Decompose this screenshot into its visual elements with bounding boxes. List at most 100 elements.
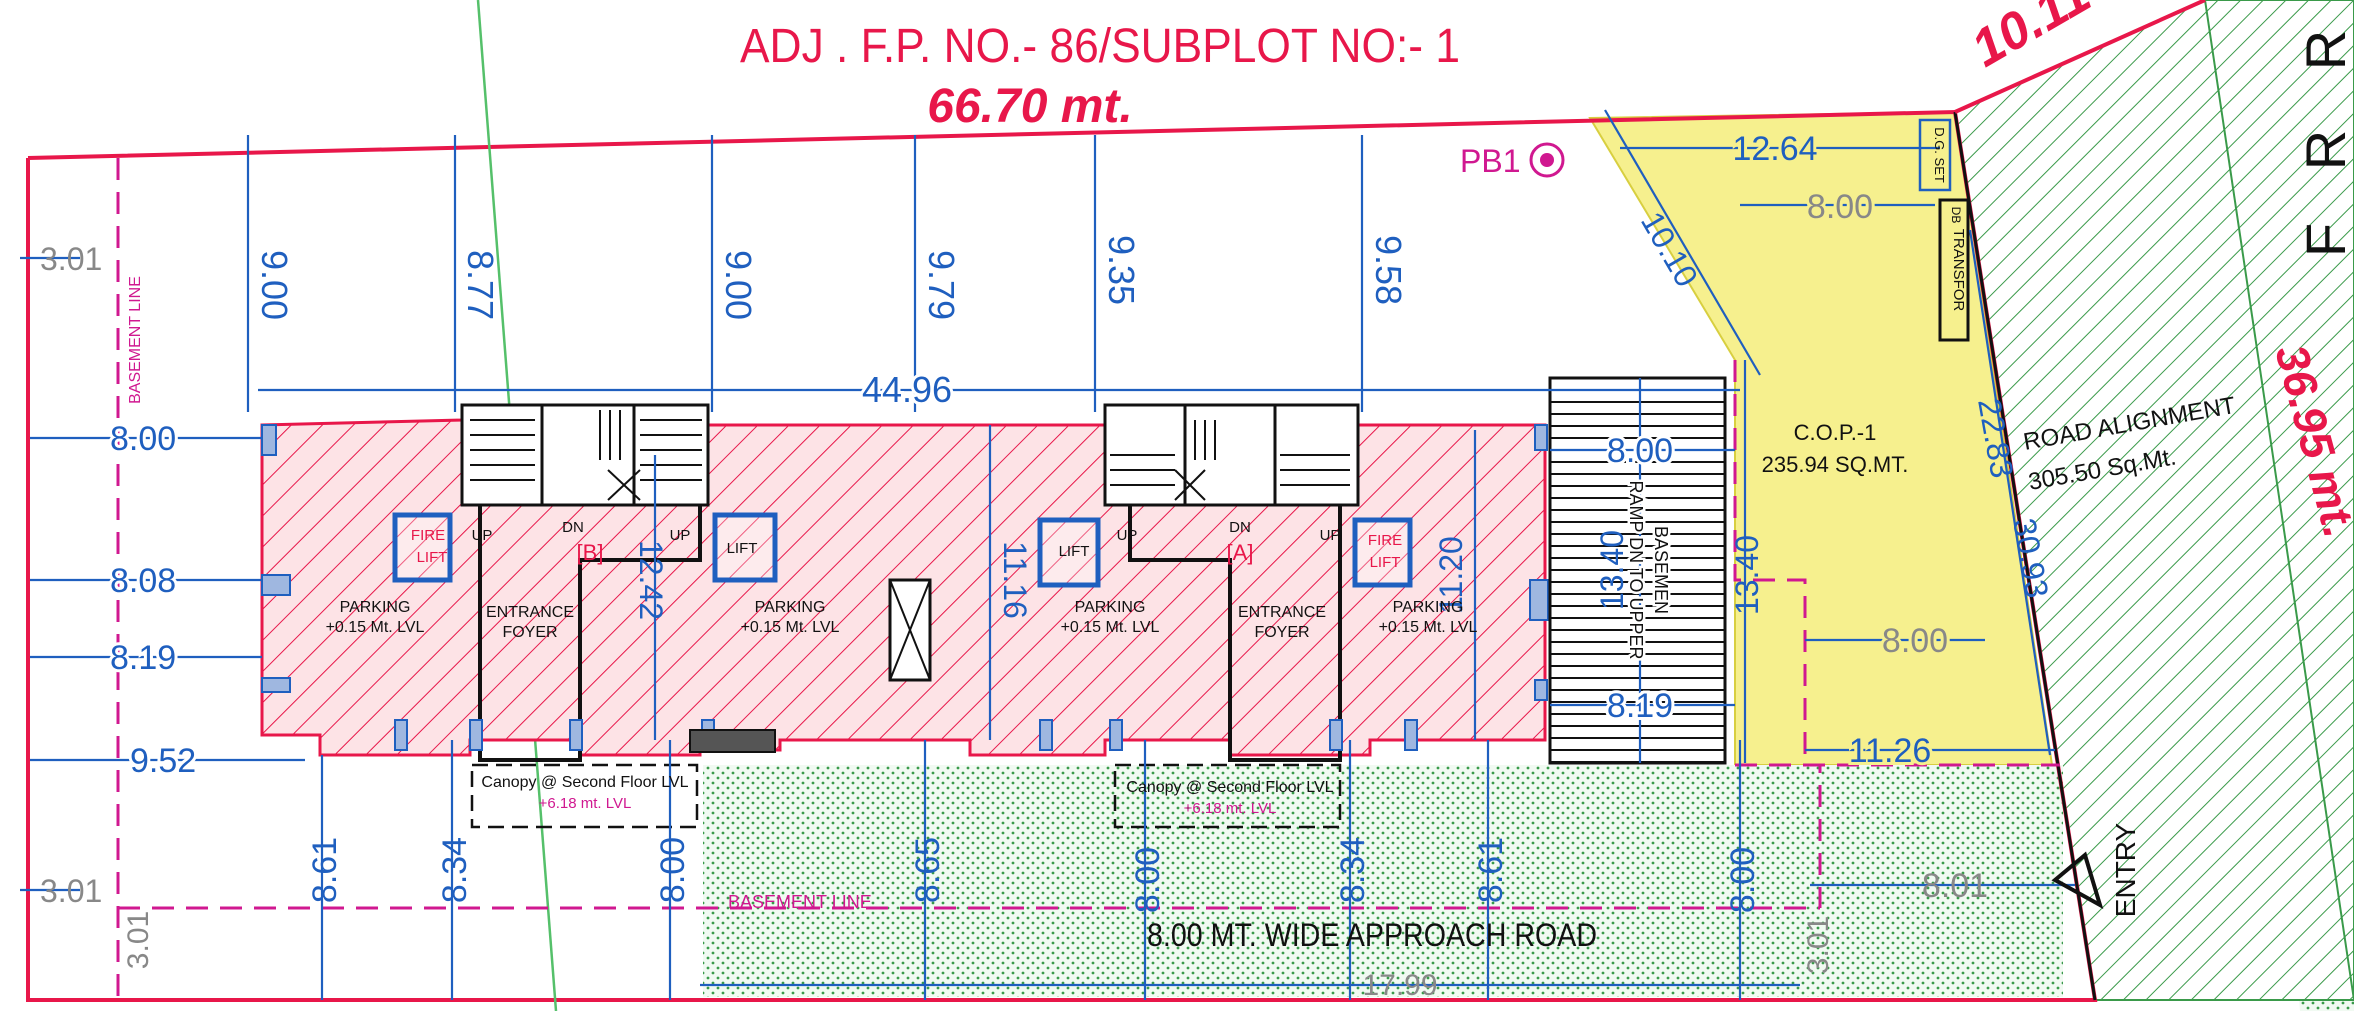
road-edge [1953,111,2097,1001]
stair-a-mid [1183,403,1277,507]
dim-bottom-5: 8.00 [1129,847,1167,913]
fire-lift-b-box [392,512,453,583]
parking-level-2: +0.15 Mt. LVL [741,619,840,636]
up-label-3: UP [1117,527,1138,544]
db-label: DB [1949,207,1963,224]
parking-level-1: +0.15 Mt. LVL [326,619,425,636]
dim-bottom-2: 8.34 [436,837,474,903]
pb1-marker-dot [1540,153,1554,167]
adj-plot-title: ADJ . F.P. NO.- 86/SUBPLOT NO:- 1 [740,20,1460,73]
wing-b-label: [B] [577,540,604,565]
canopy-label-b: Canopy @ Second Floor LVL [481,774,688,791]
dim-1264: 12.64 [1732,130,1817,168]
dim-bottom-1: 8.61 [306,837,344,903]
entry-label: ENTRY [2110,822,2141,917]
dim-cop-800: 8.00 [1882,622,1948,660]
entrance-label-a: ENTRANCE [1238,604,1326,621]
dim-bottom-4: 8.65 [909,837,947,903]
dim-top-1: 9.00 [254,250,295,320]
entry-arrow-icon [2051,851,2104,910]
parking-label-2: PARKING [755,599,826,616]
pb1-label: PB1 [1460,143,1520,179]
dn-label-1: DN [562,519,584,536]
dim-bottom-6: 8.34 [1334,837,1372,903]
dim-left-301-c: 3.01 [122,911,155,969]
dim-1242: 12.42 [633,540,669,620]
stair-a-treads [1110,420,1350,501]
dim-bottom-7: 8.61 [1472,837,1510,903]
up-label-4: UP [1320,527,1341,544]
dim-ramp-819: 8.19 [1607,687,1673,725]
approach-road-label: 8.00 MT. WIDE APPROACH ROAD [1147,917,1597,953]
dim-1340-a: 13.40 [1594,530,1630,610]
canopy-level-b: +6.18 mt. LVL [539,795,632,812]
dim-bottom-3: 8.00 [654,837,692,903]
dim-1116: 11.16 [997,541,1033,619]
dim-ramp-800: 8.00 [1607,432,1673,470]
ramp-label-1: RAMP DN TO UPPER [1626,480,1646,659]
corner-letter-1: R [2294,30,2354,70]
void-cross-2 [889,579,931,681]
dg-set-box [1918,118,1952,192]
canopy-dashed [470,763,1342,829]
dim-top-4: 9.79 [921,250,962,320]
canopy-label-a: Canopy @ Second Floor LVL [1126,779,1333,796]
fire-lift-a-label-2: LIFT [1370,554,1401,571]
ramp [1548,376,1727,765]
dn-label-2: DN [1229,519,1251,536]
stair-b-treads [470,410,702,501]
dg-set-label: D.G. SET [1932,127,1947,183]
up-label-2: UP [670,527,691,544]
road-edge-right [2204,0,2354,1001]
road-edge-top [1954,0,2206,114]
transformer-label: TRANSFOR [1950,229,1967,312]
basement-line-horizontal: BASEMENT LINE [728,892,872,912]
dim-1120: 11.20 [1433,536,1469,614]
basement-line-vertical: BASEMENT LINE [127,276,144,404]
parking-label-4: PARKING [1393,599,1464,616]
dim-left-301-a: 3.01 [40,241,102,277]
lift-b-label: LIFT [727,540,758,557]
lift-b-box [712,512,778,583]
top-length: 66.70 mt. [927,80,1132,133]
dim-road-801: 8.01 [1922,867,1988,905]
dim-top-5: 9.35 [1101,235,1142,305]
dim-top-3: 9.00 [718,250,759,320]
fire-lift-b-label-1: FIRE [411,527,445,544]
fire-lift-a-label-1: FIRE [1368,532,1402,549]
stair-b-mid [540,403,636,507]
dim-left-952: 9.52 [130,742,196,780]
parking-label-1: PARKING [340,599,411,616]
lift-a-box [1037,517,1101,588]
dim-left-819: 8.19 [110,639,176,677]
corner-letter-3: F [2294,223,2354,257]
canopy-level-a: +6.18 mt. LVL [1184,800,1277,817]
dim-bottom-8: 8.00 [1724,847,1762,913]
parking-label-3: PARKING [1075,599,1146,616]
entrance-label-b: ENTRANCE [486,604,574,621]
pb1-marker-icon [1529,142,1565,178]
parking-level-4: +0.15 Mt. LVL [1379,619,1478,636]
stair-b-left [460,403,544,507]
ramp-label-2: BASEMEN [1651,526,1671,614]
transformer-box [1938,198,1970,342]
cop-area-value: 235.94 SQ.MT. [1762,452,1909,477]
dim-800-top: 8.00 [1807,188,1873,226]
dim-top-6: 9.58 [1368,235,1409,305]
parking-level-3: +0.15 Mt. LVL [1061,619,1160,636]
dim-top-2: 8.77 [460,250,501,320]
dim-left-800: 8.00 [110,420,176,458]
approach-road-area [703,765,2063,997]
up-label-1: UP [472,527,493,544]
stair-b-right [632,403,710,507]
dim-left-808: 8.08 [110,562,176,600]
dim-overall-width: 44.96 [862,369,952,410]
wing-a-label: [A] [1227,540,1254,565]
cop-title: C.O.P.-1 [1794,420,1877,445]
corner-letter-2: R [2294,130,2354,170]
lift-a-label: LIFT [1059,543,1090,560]
dim-road-301: 3.01 [1802,916,1835,974]
dim-left-301-b: 3.01 [40,873,102,909]
foyer-label-b: FOYER [502,624,557,641]
